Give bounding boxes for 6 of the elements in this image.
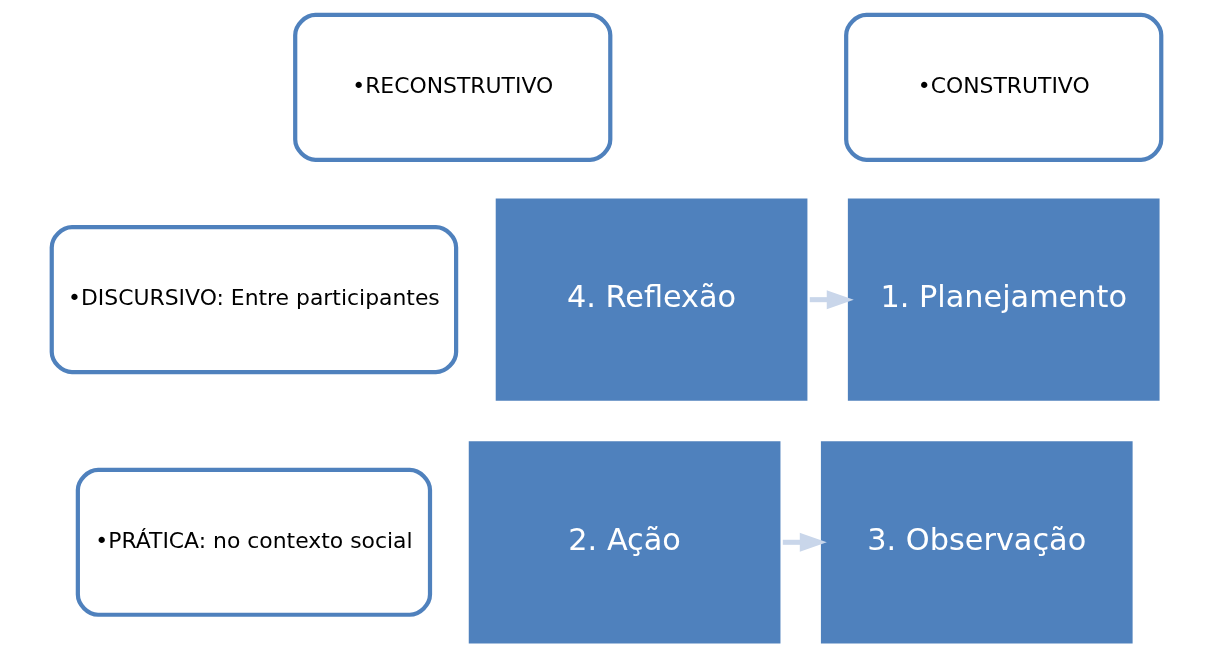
node-box: •RECONSTRUTIVO xyxy=(293,12,613,162)
arrow xyxy=(809,290,854,310)
node-box: •PRÁTICA: no contexto social xyxy=(75,467,433,617)
arrow xyxy=(782,532,827,552)
node-box: •CONSTRUTIVO xyxy=(844,12,1164,162)
node-box: •DISCURSIVO: Entre participantes xyxy=(49,225,459,375)
